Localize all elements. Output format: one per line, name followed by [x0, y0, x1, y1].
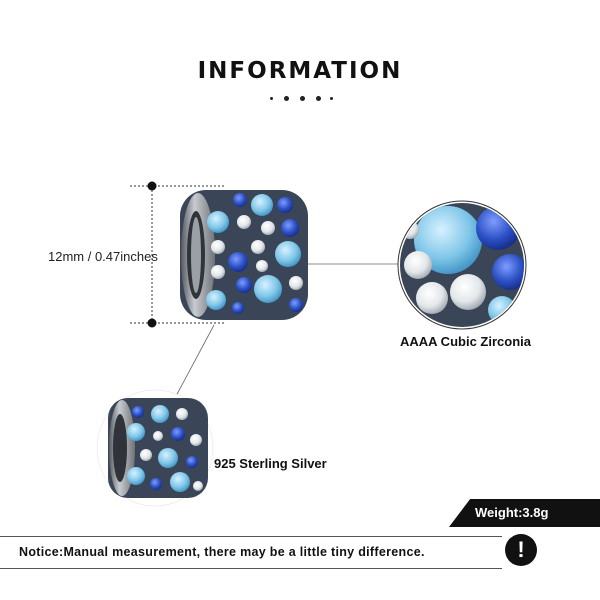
main-bead [180, 190, 308, 320]
cubic-zirconia-label: AAAA Cubic Zirconia [400, 334, 531, 349]
dimension-bottom-dot [147, 318, 157, 328]
exclamation-icon: ! [505, 534, 537, 566]
notice-text: Notice:Manual measurement, there may be … [19, 545, 425, 559]
title-dots-divider [266, 96, 336, 102]
cz-zoom-circle [397, 200, 527, 330]
weight-label: Weight:3.8g [475, 505, 549, 520]
silver-bead [96, 389, 214, 507]
page-title: INFORMATION [197, 58, 403, 84]
weight-banner [449, 499, 600, 527]
notice-divider-bottom [0, 568, 502, 569]
dimension-top-dot [147, 181, 157, 191]
notice-divider-top [0, 536, 502, 537]
dimension-guides [130, 181, 225, 328]
dimension-label: 12mm / 0.47inches [48, 249, 158, 264]
silver-callout-line [174, 324, 215, 399]
sterling-silver-label: 925 Sterling Silver [214, 456, 327, 471]
